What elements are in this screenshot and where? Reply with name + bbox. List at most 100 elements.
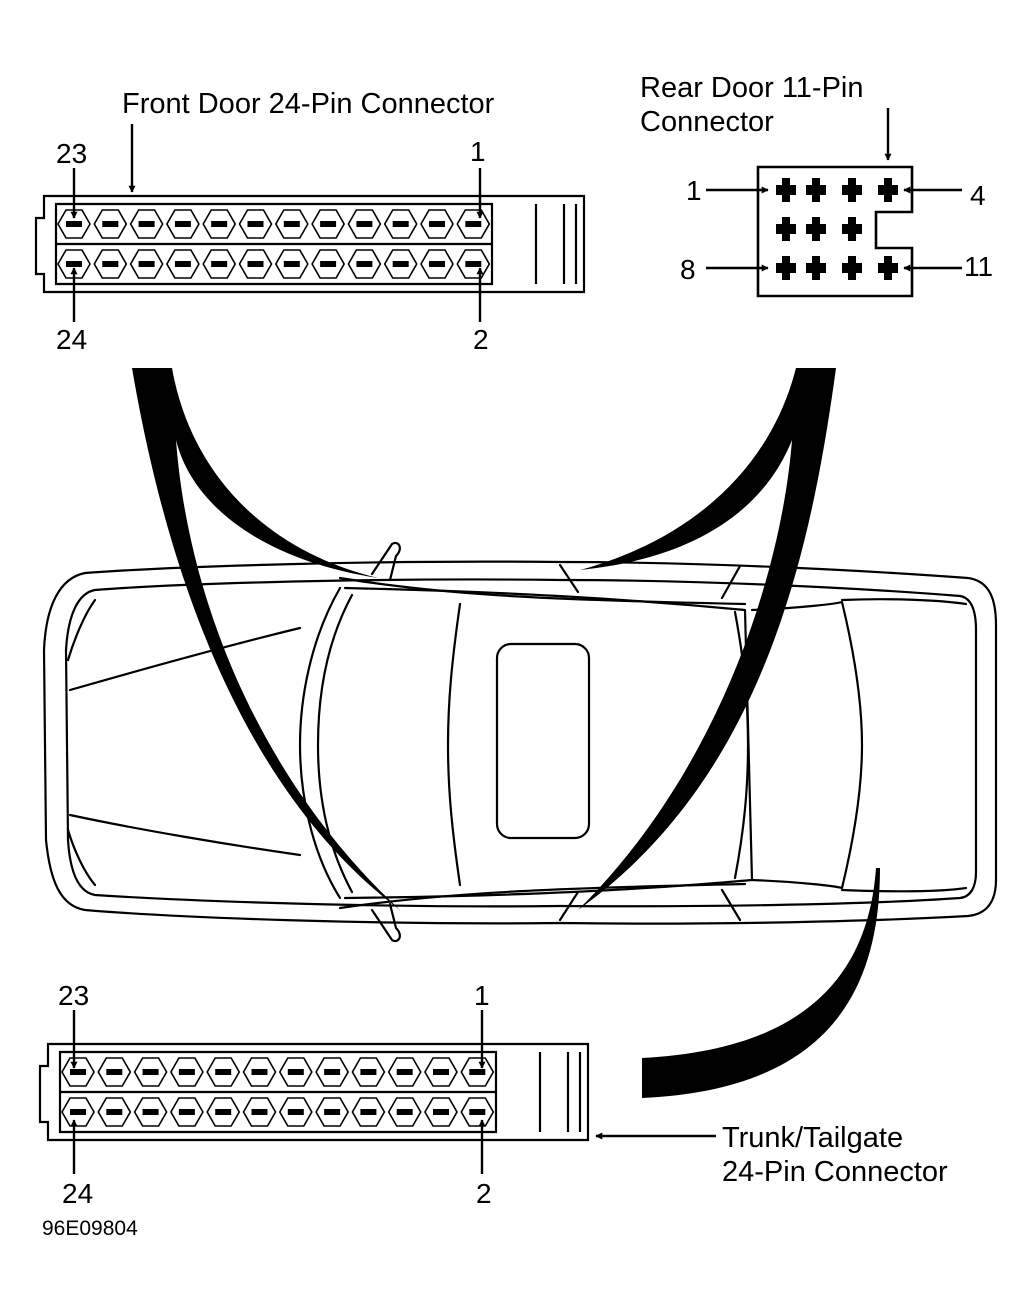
pin-cavity (311, 209, 346, 239)
pin-cavity (169, 1057, 204, 1087)
pin-terminal (469, 1069, 486, 1075)
pin-cavity (315, 1057, 350, 1087)
pin-terminal (66, 261, 82, 267)
pin-cavity (387, 1097, 422, 1127)
pin-terminal (469, 1109, 486, 1115)
connector-inner-frame (54, 202, 494, 286)
pin-cavity (97, 1097, 132, 1127)
rear-door-pin-cavities (776, 178, 898, 280)
pin-terminal (360, 1109, 377, 1115)
pin-terminal (211, 221, 228, 227)
pin-cavity (460, 1097, 495, 1127)
pin-terminal (433, 1069, 449, 1075)
pin-terminal (396, 1069, 413, 1075)
pin-terminal (106, 1109, 123, 1115)
pin-terminal (251, 1069, 268, 1075)
pin-cavity (347, 249, 382, 279)
rear-pin-terminal (878, 178, 898, 202)
pin-terminal (392, 221, 409, 227)
pin-terminal (356, 261, 373, 267)
pin-terminal (465, 261, 482, 267)
rear-door-band (578, 368, 836, 910)
front-connector-arrows (70, 124, 484, 322)
trunk-connector-arrows (70, 1010, 716, 1174)
pin-cavity (206, 1097, 241, 1127)
pin-terminal (320, 221, 337, 227)
rear-pin-terminal (776, 256, 796, 280)
pin-terminal (138, 221, 155, 227)
pin-terminal (324, 1069, 341, 1075)
rear-pin-terminal (806, 178, 826, 202)
pin-cavity (129, 209, 164, 239)
pin-cavity (169, 1097, 204, 1127)
pin-cavity (133, 1057, 168, 1087)
pin-cavity (315, 1097, 350, 1127)
pin-terminal (106, 1069, 123, 1075)
pin-cavity (420, 209, 454, 239)
pin-cavity (57, 209, 91, 239)
pin-cavity (351, 1097, 386, 1127)
pin-cavity (351, 1057, 386, 1087)
pin-terminal (429, 221, 445, 227)
pin-terminal (174, 261, 191, 267)
trunk-tailgate-24-pin-connector (38, 1042, 590, 1142)
figure-code: 96E09804 (42, 1217, 138, 1240)
pin-terminal (102, 261, 119, 267)
rear-connector-arrows (706, 108, 962, 272)
pin-cavity (383, 249, 418, 279)
pin-terminal (142, 1109, 159, 1115)
pin-terminal (433, 1109, 449, 1115)
pin-terminal (283, 261, 300, 267)
pin-terminal (287, 1109, 304, 1115)
pin-cavity (424, 1057, 458, 1087)
pin-cavity (61, 1097, 95, 1127)
pin-terminal (429, 261, 445, 267)
pin-cavity (383, 209, 418, 239)
rear-door-11-pin-connector (756, 165, 914, 298)
trunk-band (642, 868, 880, 1098)
pin-terminal (70, 1069, 86, 1075)
pin-cavity (460, 1057, 495, 1087)
pin-terminal (70, 1109, 86, 1115)
pin-cavity (165, 209, 200, 239)
rear-pin-4-label: 4 (970, 180, 986, 211)
front-door-24-pin-connector (34, 194, 586, 294)
pin-terminal (174, 221, 191, 227)
pin-cavity (238, 249, 273, 279)
connector-inner-frame (58, 1050, 498, 1134)
pin-cavity (93, 209, 128, 239)
pin-cavity (61, 1057, 95, 1087)
locator-bands (132, 368, 880, 1098)
pin-terminal (287, 1069, 304, 1075)
front-pin-23-label: 23 (56, 138, 88, 169)
pin-cavity (238, 209, 273, 239)
pin-terminal (178, 1069, 195, 1075)
pin-terminal (138, 261, 155, 267)
pin-cavity (274, 249, 309, 279)
pin-terminal (283, 221, 300, 227)
pin-terminal (396, 1109, 413, 1115)
trunk-connector-title-line2: 24-Pin Connector (722, 1156, 948, 1188)
pin-cavity (202, 209, 237, 239)
pin-cavity (206, 1057, 241, 1087)
pin-terminal (247, 221, 264, 227)
pin-cavity (202, 249, 237, 279)
pin-terminal (215, 1109, 232, 1115)
pin-terminal (142, 1069, 159, 1075)
front-pin-2-label: 2 (473, 324, 489, 355)
pin-terminal (211, 261, 228, 267)
pin-cavity (424, 1097, 458, 1127)
pin-terminal (324, 1109, 341, 1115)
pin-terminal (356, 221, 373, 227)
pin-cavity (274, 209, 309, 239)
connector-housing (38, 1042, 590, 1142)
pin-terminal (251, 1109, 268, 1115)
trunk-connector-title-line1: Trunk/Tailgate (722, 1122, 904, 1154)
pin-cavity (311, 249, 346, 279)
rear-pin-terminal (776, 217, 796, 241)
pin-terminal (320, 261, 337, 267)
front-pin-24-label: 24 (56, 324, 88, 355)
front-pin-1-label: 1 (470, 136, 486, 167)
pin-terminal (247, 261, 264, 267)
trunk-pin-2-label: 2 (476, 1178, 492, 1209)
